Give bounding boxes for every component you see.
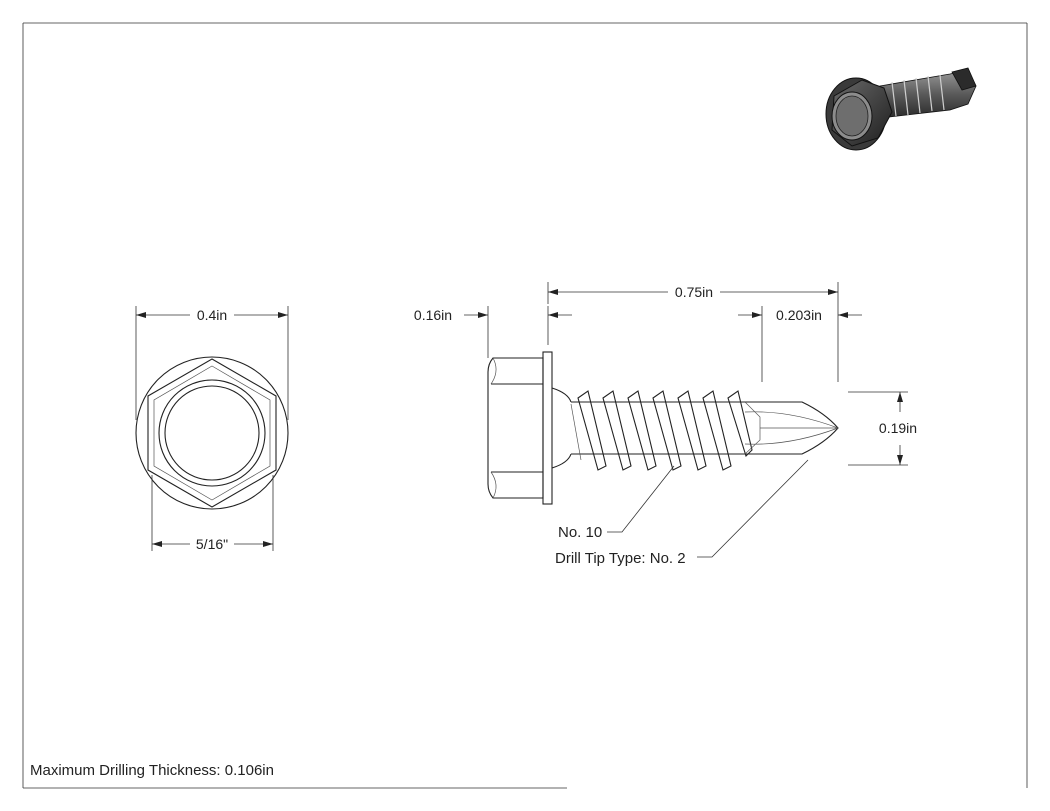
washer-flange-side — [542, 351, 553, 505]
dimension-length: 0.75in — [547, 282, 839, 382]
dimension-hex-size: 5/16" — [151, 475, 274, 552]
side-view — [487, 351, 839, 505]
flange-outline — [135, 356, 289, 510]
flange-diameter-label: 0.4in — [197, 307, 227, 323]
sheet-border — [22, 22, 1028, 789]
dimension-drill-tip-length: 0.203in — [738, 306, 862, 382]
max-drilling-thickness-note: Maximum Drilling Thickness: 0.106in — [30, 762, 274, 779]
callout-screw-size: No. 10 — [558, 465, 675, 541]
title-block: Maximum Drilling Thickness: 0.106in — [30, 762, 274, 779]
thread-crests — [570, 390, 753, 471]
hex-chamfer — [153, 365, 271, 501]
washer-face-inner — [164, 385, 260, 481]
hex-size-label: 5/16" — [196, 536, 228, 552]
drill-tip-length-label: 0.203in — [776, 307, 822, 323]
front-view — [135, 356, 289, 510]
hex-outline — [147, 358, 277, 508]
dimension-thread-diameter: 0.19in — [848, 391, 917, 466]
hex-head-side — [487, 357, 544, 499]
dimension-head-height: 0.16in — [414, 306, 572, 358]
screw-size-callout: No. 10 — [558, 524, 602, 541]
head-height-label: 0.16in — [414, 307, 452, 323]
dimension-flange-diameter: 0.4in — [135, 306, 289, 420]
callout-drill-tip: Drill Tip Type: No. 2 — [555, 459, 809, 567]
length-label: 0.75in — [675, 284, 713, 300]
isometric-view — [825, 67, 977, 151]
thread-diameter-label: 0.19in — [879, 420, 917, 436]
washer-face-outer — [158, 379, 266, 487]
drill-tip-callout: Drill Tip Type: No. 2 — [555, 550, 686, 567]
